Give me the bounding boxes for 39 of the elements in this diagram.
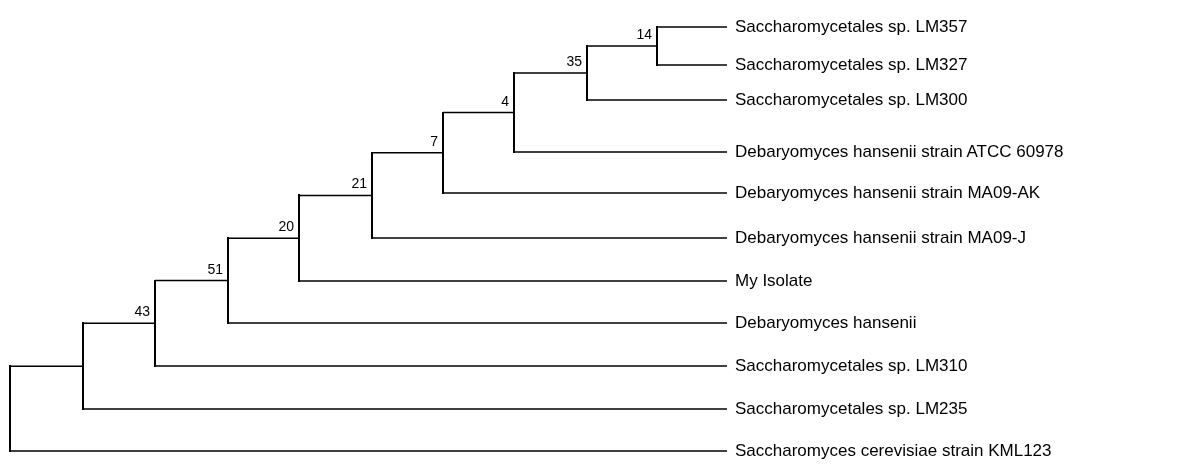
taxon-label: Debaryomyces hansenii strain ATCC 60978	[727, 142, 1064, 162]
tree-branch	[298, 280, 728, 282]
taxon-label: Saccharomycetales sp. LM310	[727, 356, 968, 376]
taxon-label: Saccharomycetales sp. LM357	[727, 17, 968, 37]
bootstrap-value: 20	[278, 218, 294, 235]
taxon-label: Saccharomycetales sp. LM235	[727, 399, 968, 419]
bootstrap-value: 21	[351, 175, 367, 192]
taxon-label: Saccharomycetales sp. LM300	[727, 90, 968, 110]
tree-branch	[586, 45, 658, 47]
taxon-label: Saccharomycetales sp. LM327	[727, 55, 968, 75]
bootstrap-value: 14	[636, 26, 652, 42]
tree-branch	[442, 192, 728, 194]
tree-branch	[586, 99, 728, 101]
bootstrap-value: 4	[501, 92, 509, 109]
bootstrap-value: 43	[134, 303, 150, 320]
tree-branch	[82, 408, 728, 410]
tree-branch	[9, 365, 84, 367]
tree-branch	[227, 237, 300, 239]
tree-branch	[656, 26, 728, 28]
taxon-label: Debaryomyces hansenii strain MA09-AK	[727, 183, 1041, 203]
tree-branch	[82, 322, 156, 325]
tree-branch	[9, 450, 728, 452]
tree-branch	[371, 237, 728, 239]
tree-branch	[442, 111, 515, 114]
taxon-label: My Isolate	[727, 271, 813, 291]
tree-branch	[371, 152, 444, 154]
bootstrap-value: 35	[566, 53, 582, 69]
tree-branch	[154, 365, 728, 367]
taxon-label: Debaryomyces hansenii	[727, 313, 917, 333]
bootstrap-value: 7	[430, 132, 438, 149]
taxon-label: Saccharomyces cerevisiae strain KML123	[727, 441, 1052, 461]
tree-branch	[154, 279, 229, 282]
bootstrap-value: 51	[207, 260, 223, 277]
tree-branch	[298, 194, 373, 197]
tree-branch	[513, 151, 728, 153]
taxon-label: Debaryomyces hansenii strain MA09-J	[727, 228, 1026, 248]
tree-branch	[227, 322, 728, 324]
tree-branch	[656, 64, 728, 66]
tree-branch	[513, 72, 588, 74]
